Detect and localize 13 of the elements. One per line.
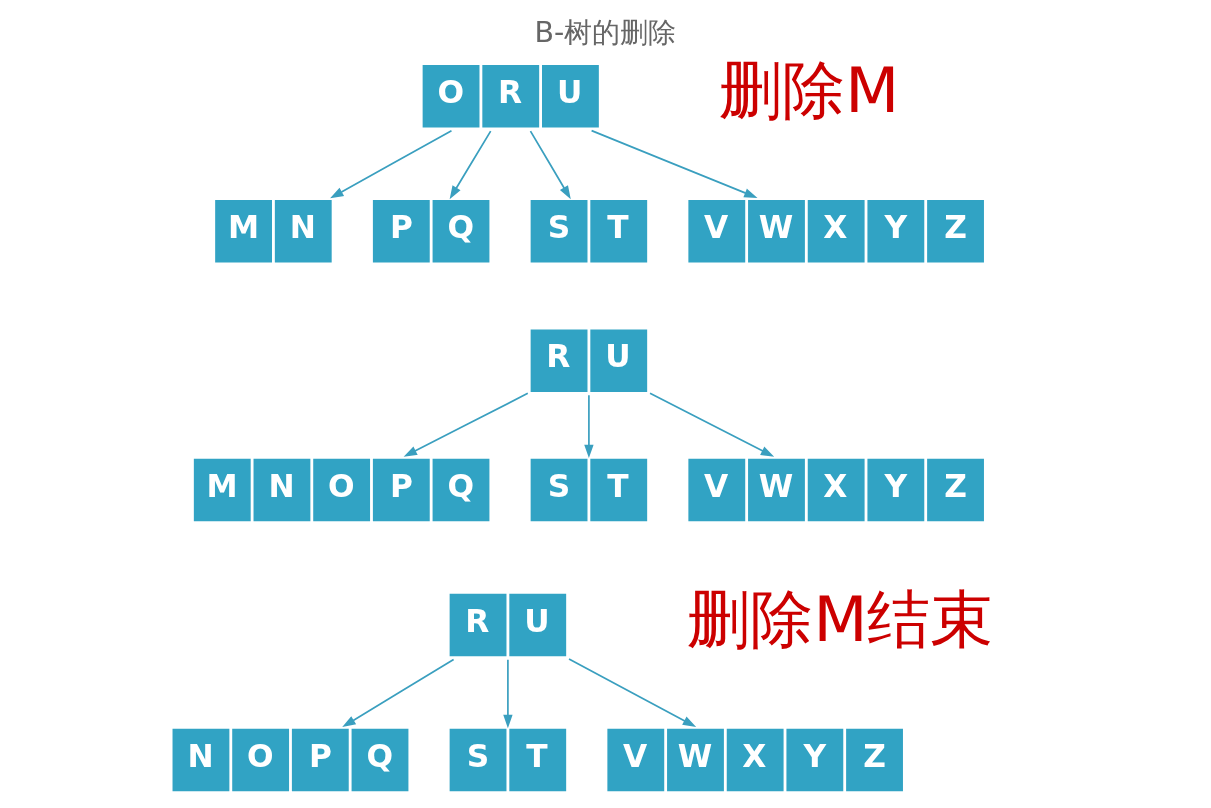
- arrow: [503, 658, 513, 729]
- arrow: [584, 394, 594, 459]
- arrow: [330, 129, 453, 199]
- label: 删除M结束: [687, 582, 994, 656]
- label: 删除M: [719, 54, 900, 128]
- arrow: [403, 392, 529, 457]
- arrow: [649, 392, 775, 457]
- diagram-title: B-树的删除: [534, 16, 677, 50]
- arrow: [590, 129, 758, 198]
- arrow: [449, 130, 492, 200]
- arrow: [342, 658, 455, 728]
- arrow: [568, 658, 697, 728]
- arrow: [529, 130, 571, 200]
